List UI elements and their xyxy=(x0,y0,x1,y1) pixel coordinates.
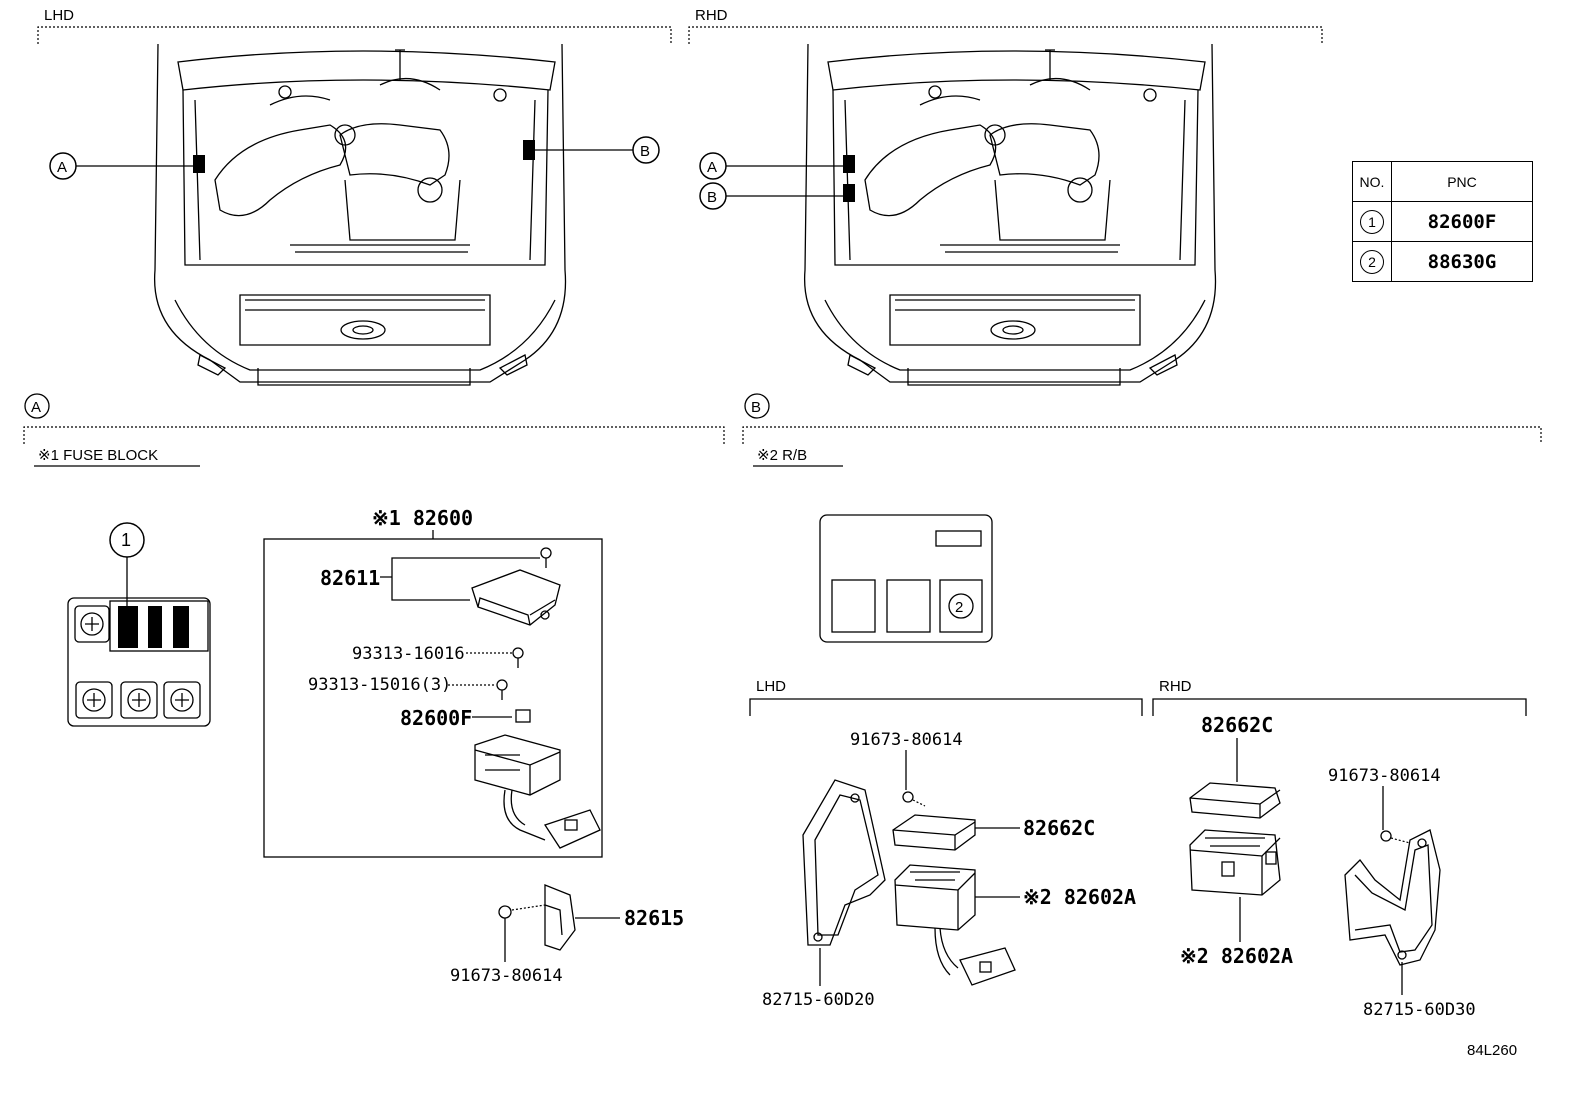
rhd-top-label: RHD xyxy=(695,7,728,24)
part-91673-80614-a: 91673-80614 xyxy=(450,966,563,986)
part-91673-80614-c: 91673-80614 xyxy=(1328,766,1441,786)
part-82602A-rhd: ※2 82602A xyxy=(1180,944,1293,968)
rhd-engine-bay-illustration xyxy=(803,43,1217,386)
rhd-sub-bracket xyxy=(1152,698,1527,716)
fuse-block-82600-body xyxy=(474,734,601,849)
part-82662C-lhd: 82662C xyxy=(1023,816,1095,840)
part-93313-15016: 93313-15016(3) xyxy=(308,675,451,695)
table-row: 1 82600F xyxy=(1352,201,1533,242)
fuse-block-layout xyxy=(67,597,211,727)
detail-b-title: ※2 R/B xyxy=(757,447,807,464)
bracket-82715-60D30 xyxy=(1344,829,1441,966)
callout-b-lhd: B xyxy=(640,143,650,160)
assembly-82600-frame xyxy=(263,538,603,858)
callout-a-lhd: A xyxy=(57,159,67,176)
detail-b-bracket xyxy=(742,426,1542,444)
row-pnc[interactable]: 82600F xyxy=(1391,201,1533,242)
header-no: NO. xyxy=(1352,161,1392,202)
cover-82662C-rhd xyxy=(1189,782,1281,819)
detail-a-marker: A xyxy=(31,399,41,416)
bracket-82715-60D20 xyxy=(802,779,886,946)
row-no: 1 xyxy=(1360,209,1384,234)
relay-block-82602A-rhd xyxy=(1189,829,1281,896)
header-pnc: PNC xyxy=(1391,161,1533,202)
part-82600: ※1 82600 xyxy=(372,506,473,530)
part-82615: 82615 xyxy=(624,906,684,930)
part-82611: 82611 xyxy=(320,566,380,590)
relay-block-82602A-lhd xyxy=(894,864,1016,986)
detail-b-marker: B xyxy=(751,399,761,416)
part-82600F: 82600F xyxy=(400,706,472,730)
detail-a-title: ※1 FUSE BLOCK xyxy=(38,447,158,464)
rhd-top-bracket xyxy=(688,26,1323,44)
diagram-id: 84L260 xyxy=(1467,1042,1517,1059)
callout-b-rhd: B xyxy=(707,189,717,206)
lhd-top-label: LHD xyxy=(44,7,74,24)
callout-2: 2 xyxy=(955,599,963,616)
table-row: 2 88630G xyxy=(1352,241,1533,282)
detail-a-bracket xyxy=(23,426,725,444)
part-93313-16016: 93313-16016 xyxy=(352,644,465,664)
callout-1: 1 xyxy=(121,530,131,550)
pnc-table: NO. PNC 1 82600F 2 88630G xyxy=(1352,161,1533,282)
pnc-table-header: NO. PNC xyxy=(1352,161,1533,202)
part-82715-60D30: 82715-60D30 xyxy=(1363,1000,1476,1020)
lhd-top-bracket xyxy=(37,26,672,44)
rhd-sub-label: RHD xyxy=(1159,678,1192,695)
callout-a-rhd: A xyxy=(707,159,717,176)
cover-82662C-lhd xyxy=(892,814,976,851)
relay-block-layout xyxy=(819,514,993,643)
lhd-engine-bay-illustration xyxy=(153,43,567,386)
lhd-sub-label: LHD xyxy=(756,678,786,695)
bracket-82615 xyxy=(544,884,576,951)
fuse-cover-82611 xyxy=(471,547,561,626)
row-pnc[interactable]: 88630G xyxy=(1391,241,1533,282)
row-no: 2 xyxy=(1360,249,1384,274)
part-82715-60D20: 82715-60D20 xyxy=(762,990,875,1010)
part-82602A-lhd: ※2 82602A xyxy=(1023,885,1136,909)
part-91673-80614-b: 91673-80614 xyxy=(850,730,963,750)
lhd-sub-bracket xyxy=(749,698,1143,716)
part-82662C-rhd: 82662C xyxy=(1201,713,1273,737)
